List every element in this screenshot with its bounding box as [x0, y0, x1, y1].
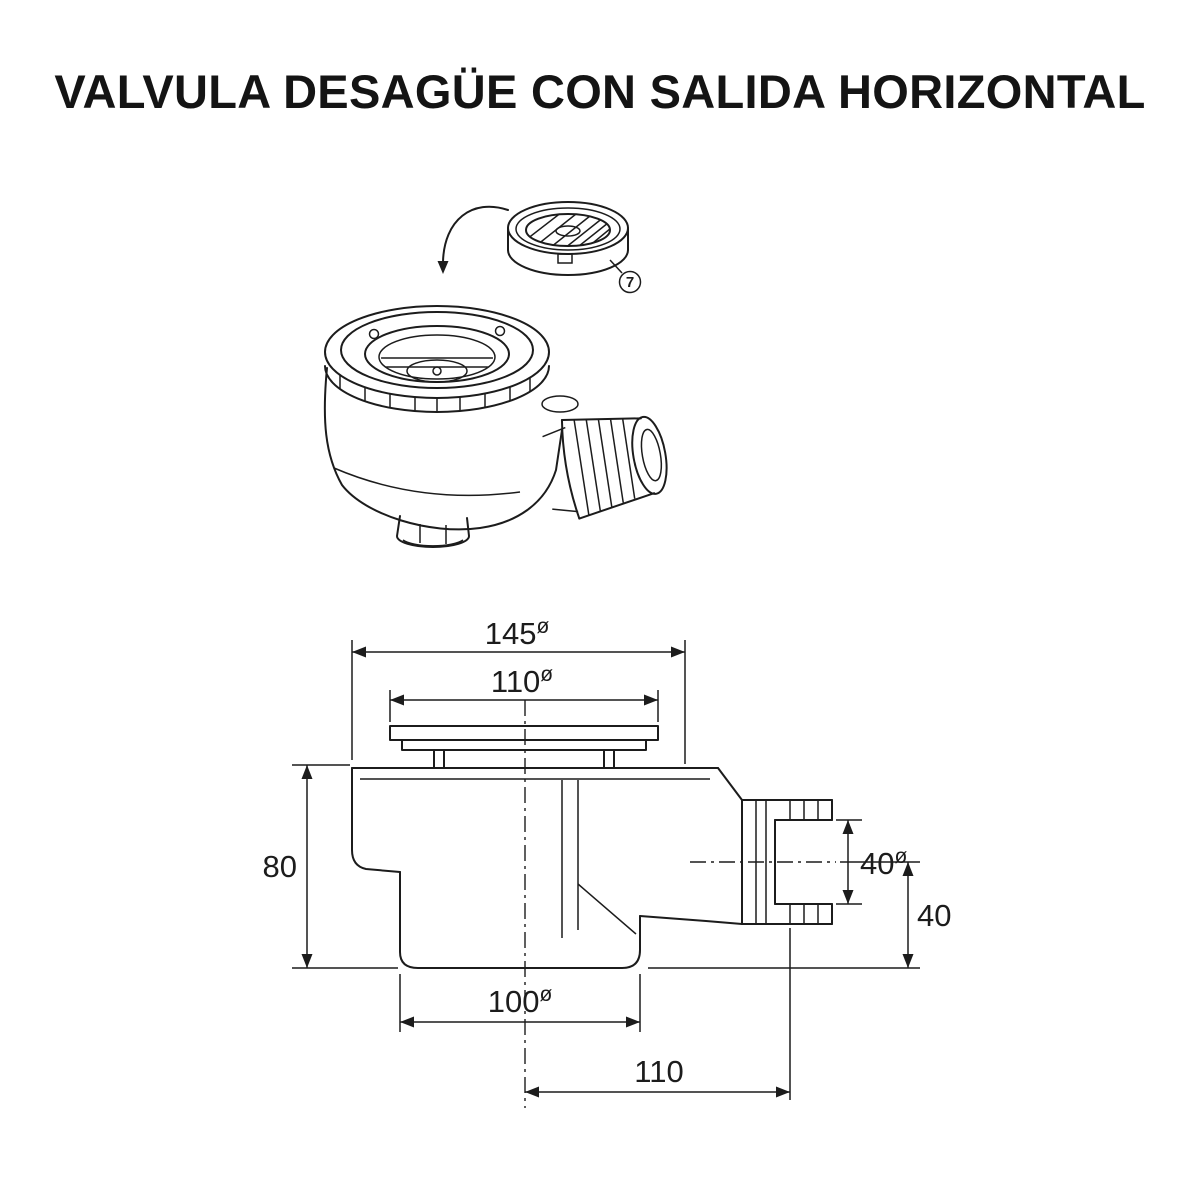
body-cup	[396, 515, 470, 548]
dim-110-bottom-label: 110	[634, 1054, 683, 1089]
outlet-nut-3d	[542, 415, 668, 520]
dim-height: 80	[263, 764, 398, 969]
dim-cup-diameter: 100ø	[399, 974, 641, 1032]
page-title: VALVULA DESAGÜE CON SALIDA HORIZONTAL	[54, 65, 1146, 118]
dim-145-label: 145ø	[485, 615, 550, 651]
body-logo-badge	[541, 395, 579, 413]
section-body	[351, 767, 743, 969]
dim-outlet-height: 40	[648, 861, 951, 969]
dim-outlet-offset: 110	[525, 928, 791, 1100]
section-plate	[389, 725, 659, 768]
strainer-cap	[507, 201, 629, 276]
dim-40-dia-label: 40ø	[860, 845, 907, 881]
valve-body	[323, 367, 579, 548]
dimension-drawing: 145ø 110ø 80 40ø	[263, 615, 951, 1108]
dim-100-label: 100ø	[488, 983, 553, 1019]
flange-screw-right	[494, 325, 506, 337]
dim-110-top-label: 110ø	[491, 663, 553, 699]
dim-flange-diameter: 145ø	[351, 615, 686, 764]
part-callout: 7	[609, 259, 642, 294]
dim-plate-diameter: 110ø	[389, 663, 659, 722]
product-illustration: 7	[323, 201, 668, 548]
dim-80-label: 80	[263, 849, 297, 884]
section-outlet-nut	[741, 799, 833, 925]
flange-screw-left	[368, 328, 380, 340]
assembly-arrow	[437, 205, 509, 274]
valve-flange	[324, 305, 550, 413]
callout-number: 7	[626, 274, 634, 291]
cap-logo-mark	[557, 253, 573, 264]
dim-40-label: 40	[917, 898, 951, 933]
